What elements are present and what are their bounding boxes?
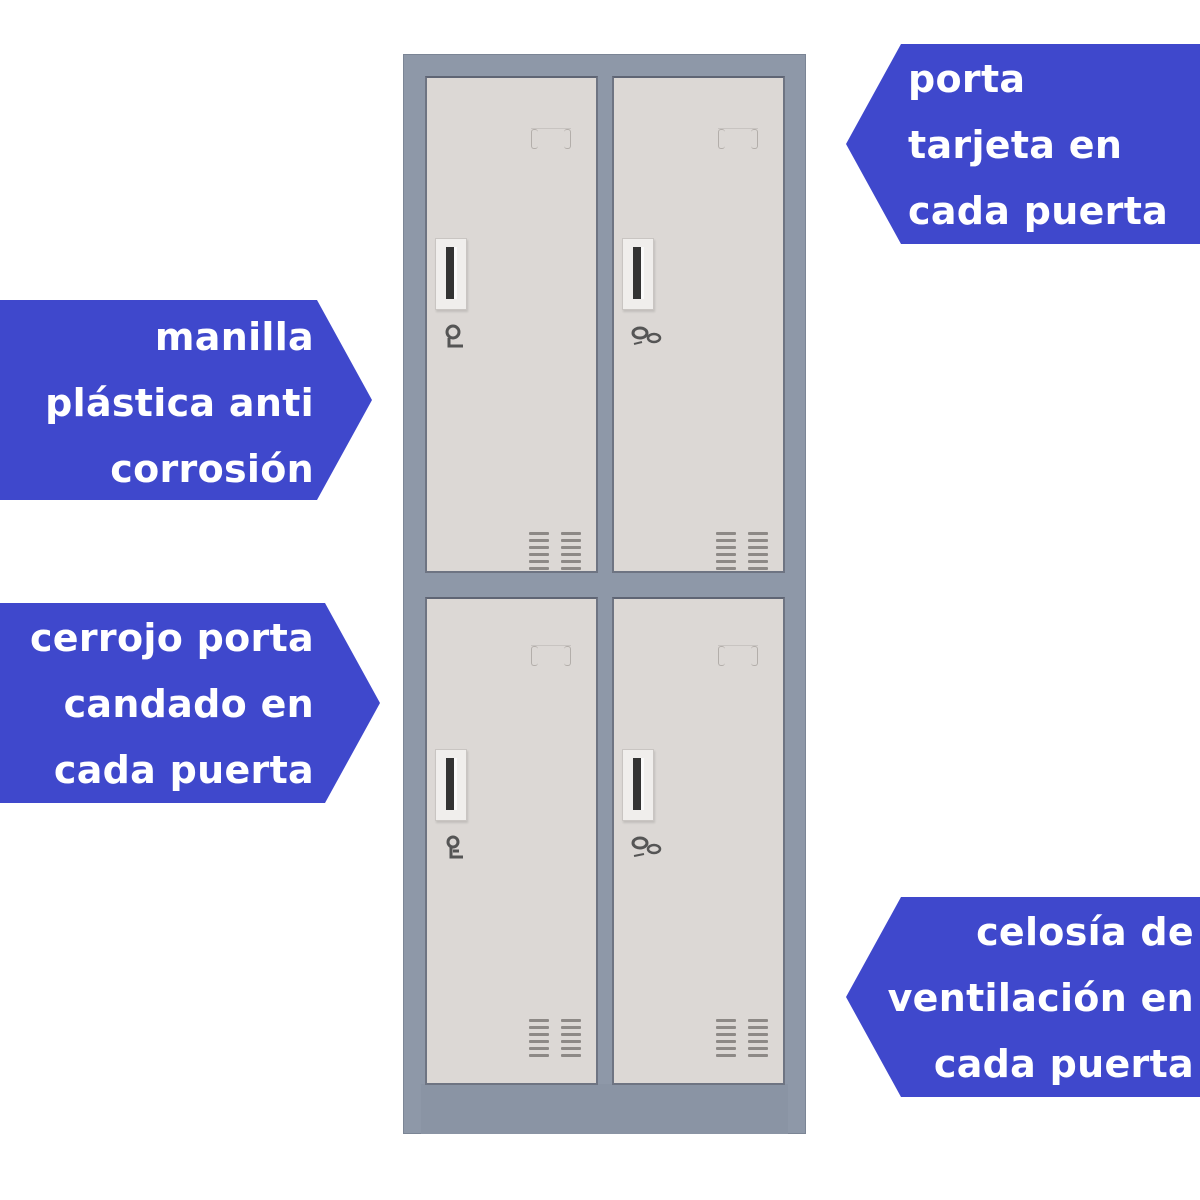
callout-line: ventilación en [887, 976, 1194, 1020]
handle-icon[interactable] [435, 749, 467, 821]
padlock-latch-callout: cerrojo porta candado en cada puerta [0, 603, 380, 803]
locker-door-top-left[interactable] [425, 76, 598, 573]
handle-icon[interactable] [435, 238, 467, 310]
locker-door-bottom-left[interactable] [425, 597, 598, 1085]
card-holder-icon [531, 645, 571, 666]
handle-icon[interactable] [622, 749, 654, 821]
ventilation-grille-icon [529, 1019, 581, 1057]
callout-line: celosía de [976, 910, 1194, 954]
locker-door-top-right[interactable] [612, 76, 785, 573]
callout-line: candado en [63, 682, 314, 726]
callout-line: cerrojo porta [29, 616, 314, 660]
ventilation-grille-icon [716, 532, 768, 570]
locker-door-bottom-right[interactable] [612, 597, 785, 1085]
card-holder-icon [531, 128, 571, 149]
card-holder-icon [718, 645, 758, 666]
handle-callout: manilla plástica anti corrosión [0, 300, 372, 500]
padlock-latch-icon [446, 835, 463, 859]
ventilation-grille-icon [716, 1019, 768, 1057]
padlock-latch-icon [445, 324, 463, 348]
padlock-latch-icon [631, 836, 662, 857]
locker-cabinet [403, 54, 806, 1134]
callout-line: porta [908, 57, 1026, 101]
ventilation-grille-icon [529, 532, 581, 570]
callout-line: tarjeta en [908, 123, 1123, 167]
callout-line: cada puerta [933, 1042, 1194, 1086]
callout-line: plástica anti [45, 381, 314, 425]
locker-base [421, 1084, 788, 1134]
ventilation-callout: celosía de ventilación en cada puerta [846, 897, 1200, 1097]
callout-line: cada puerta [908, 189, 1169, 233]
padlock-latch-icon [631, 326, 662, 345]
callout-line: corrosión [110, 447, 314, 491]
card-holder-icon [718, 128, 758, 149]
callout-line: cada puerta [53, 748, 314, 792]
card-holder-callout: porta tarjeta en cada puerta [846, 44, 1200, 244]
callout-line: manilla [154, 315, 314, 359]
handle-icon[interactable] [622, 238, 654, 310]
